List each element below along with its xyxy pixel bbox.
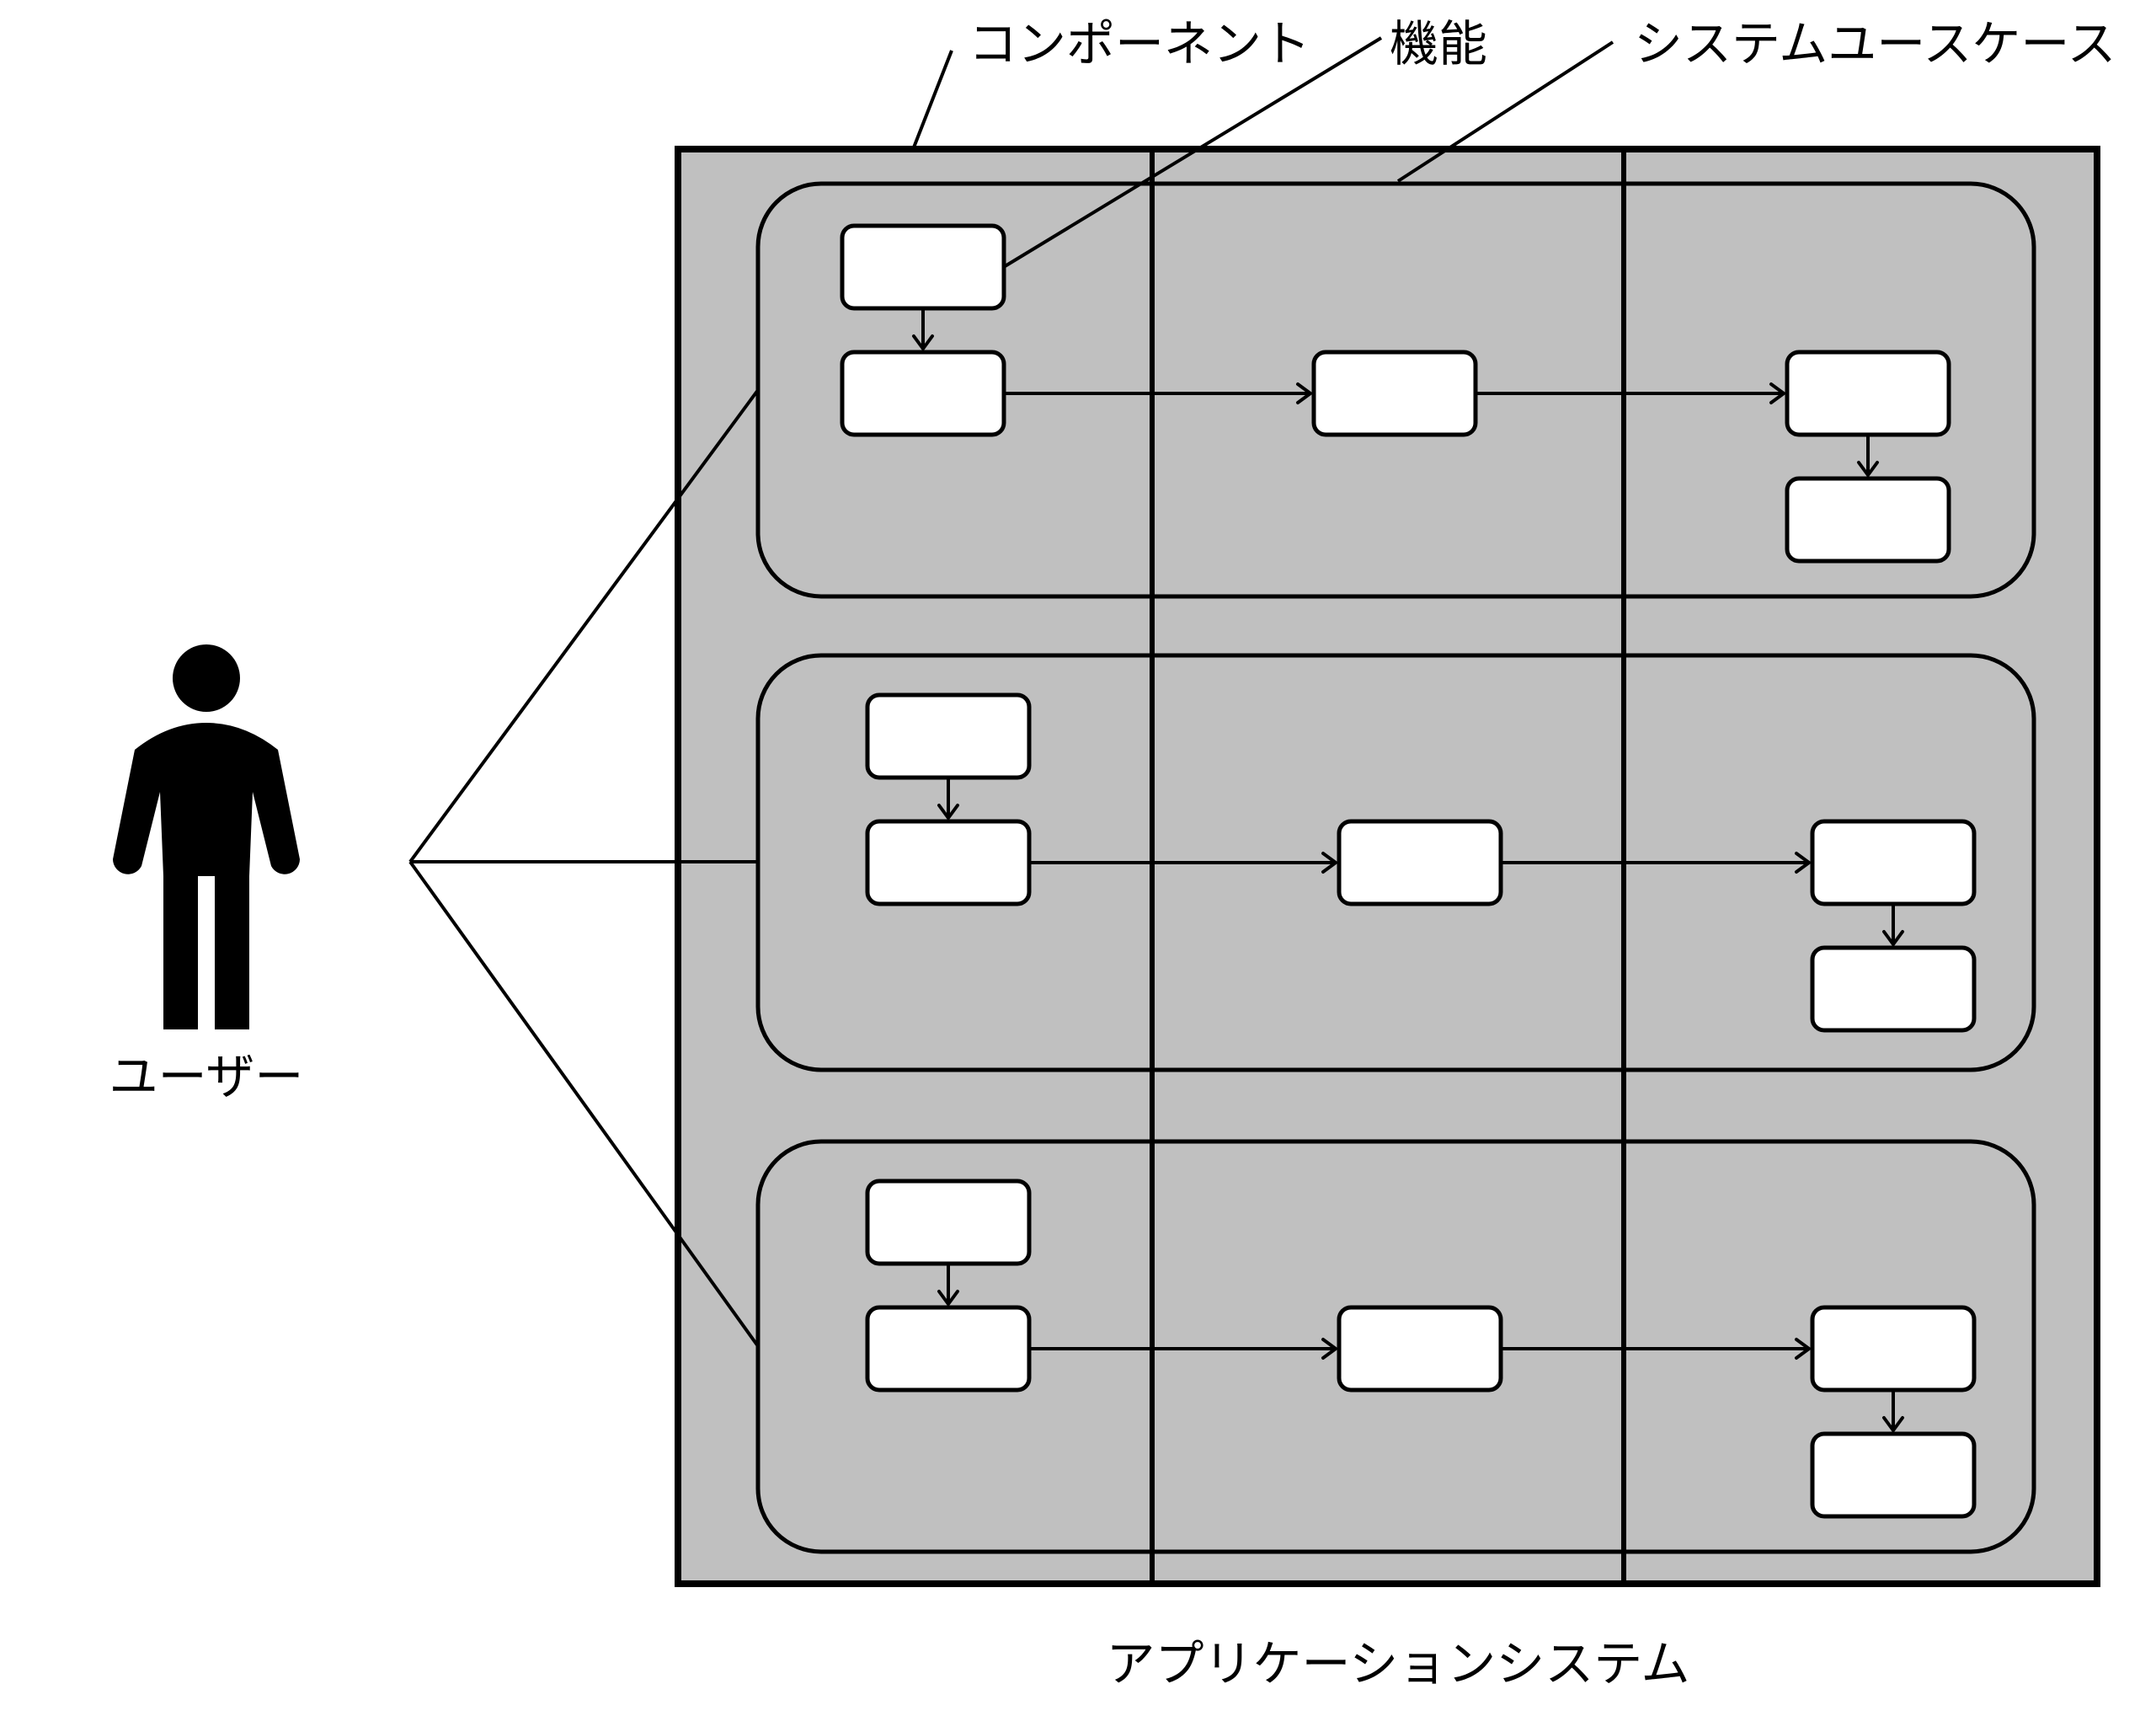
function-box — [840, 223, 1006, 311]
function-box — [1785, 350, 1951, 437]
label-system-use-case: システムユースケース — [1634, 15, 2116, 72]
function-box — [865, 692, 1032, 780]
function-box — [1337, 1305, 1503, 1393]
function-box — [1311, 350, 1478, 437]
function-box — [1785, 476, 1951, 564]
function-box — [840, 350, 1006, 437]
label-function: 機能 — [1390, 15, 1487, 72]
label-application-system: アプリケーションシステム — [1106, 1635, 1689, 1692]
function-box — [1810, 819, 1977, 906]
use-case-leader-line — [1396, 40, 1614, 183]
function-box — [1337, 819, 1503, 906]
use-case-boundary — [755, 1139, 2036, 1554]
component-leader-line — [912, 50, 953, 148]
label-user: ユーザー — [109, 1048, 304, 1105]
user-association-line-1 — [408, 388, 760, 863]
use-case-boundary — [755, 653, 2036, 1072]
function-leader-line — [1001, 36, 1383, 270]
use-case-1 — [755, 181, 2036, 599]
label-component: コンポーネント — [969, 15, 1310, 72]
user-figure-icon — [113, 644, 300, 1029]
function-box — [865, 1179, 1032, 1266]
function-box — [1810, 945, 1977, 1033]
function-box — [1810, 1431, 1977, 1519]
use-case-3 — [755, 1139, 2036, 1554]
function-box — [865, 819, 1032, 906]
use-case-boundary — [755, 181, 2036, 599]
function-box — [1810, 1305, 1977, 1393]
user-association-line-3 — [408, 860, 760, 1348]
use-case-2 — [755, 653, 2036, 1072]
function-box — [865, 1305, 1032, 1393]
